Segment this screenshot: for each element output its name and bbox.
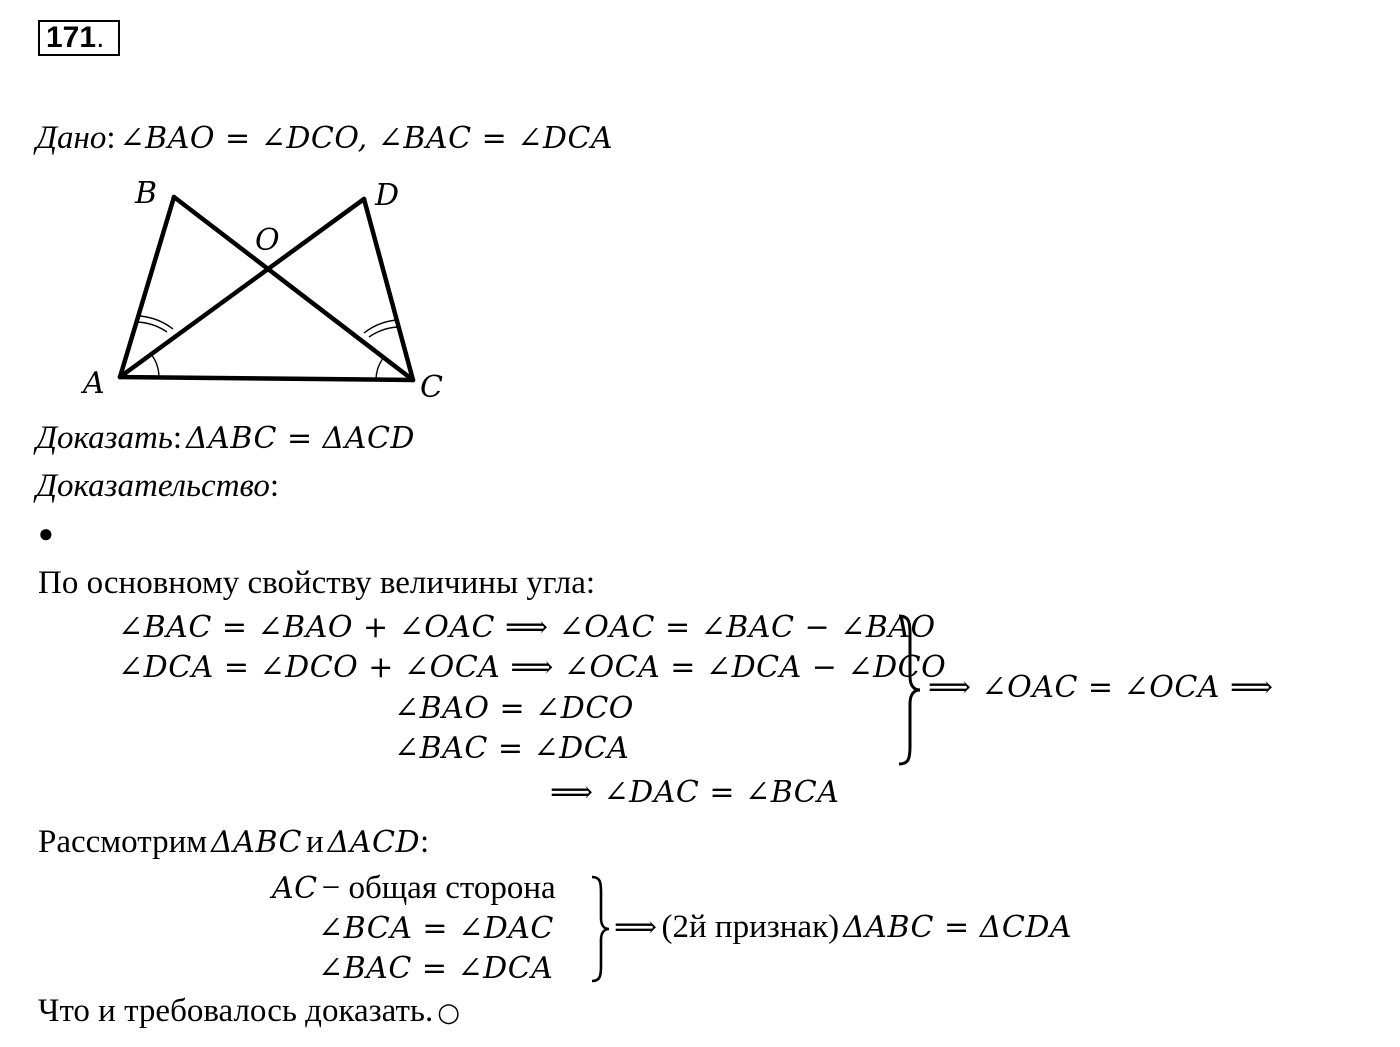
label-o: O [255, 223, 280, 258]
segment-ab [117, 194, 177, 380]
step1-right-brace [898, 614, 921, 766]
given-line: Дано: ∠BAO = ∠DCO, ∠BAC = ∠DCA [36, 118, 613, 159]
prove-expression: ΔABC = ΔACD [186, 421, 415, 456]
step2-intro-text: Рассмотрим [38, 824, 208, 860]
segment-cb [171, 194, 416, 383]
step2-intro-and: и [306, 824, 324, 860]
bullet-marker: ● [38, 519, 54, 548]
step1-result: ⟹ ∠OAC = ∠OCA ⟹ [928, 670, 1274, 705]
segment-ac [117, 374, 416, 383]
given-label: Дано [36, 120, 107, 156]
step2-intro: Рассмотрим ΔABC и ΔACD: [38, 822, 429, 863]
step1-intro: По основному свойству величины угла: [38, 565, 596, 601]
step2-line-3: ∠BAC = ∠DCA [318, 951, 554, 986]
label-a: A [80, 366, 105, 401]
step1-line-2: ∠DCA = ∠DCO + ∠OCA ⟹ ∠OCA = ∠DCA − ∠DCO [118, 650, 947, 685]
prove-line: Доказать: ΔABC = ΔACD [36, 418, 415, 459]
step2-intro-colon: : [420, 824, 430, 860]
step2-intro-triangle-1: ΔABC [211, 825, 302, 860]
angle-marks-a [135, 315, 174, 378]
label-c: C [420, 370, 443, 405]
segment-cd [361, 196, 416, 383]
step1-line-4: ∠BAC = ∠DCA [394, 731, 630, 766]
triangle-figure: A B C D O [80, 176, 443, 405]
step2-line-1-text: − общая сторона [321, 870, 556, 906]
step1-conclusion: ⟹ ∠DAC = ∠BCA [550, 775, 840, 810]
problem-number-dot: . [96, 21, 105, 54]
step2-line-1-math: AC [272, 871, 318, 906]
step1-line-3: ∠BAO = ∠DCO [394, 691, 634, 726]
prove-colon: : [172, 420, 183, 456]
proof-line: Доказательство: [36, 466, 279, 506]
end-text: Что и требовалось доказать. [38, 993, 434, 1029]
proof-label: Доказательство [36, 468, 270, 504]
end-mark: ○ [437, 998, 460, 1028]
problem-number-value: 171 [46, 21, 97, 54]
step2-result-text: (2й признак) [661, 909, 840, 945]
step2-result: ⟹ (2й признак) ΔABC = ΔCDA [614, 907, 1072, 948]
angle-marks-c [363, 319, 399, 380]
given-colon: : [106, 120, 116, 156]
step1-line-1: ∠BAC = ∠BAO + ∠OAC ⟹ ∠OAC = ∠BAC − ∠BAO [118, 610, 936, 645]
step2-result-arrow: ⟹ [614, 910, 658, 945]
label-b: B [134, 176, 157, 211]
given-expression: ∠BAO = ∠DCO, ∠BAC = ∠DCA [119, 121, 614, 156]
step2-intro-triangle-2: ΔACD [327, 825, 421, 860]
label-d: D [374, 178, 399, 213]
prove-label: Доказать [36, 420, 173, 456]
segment-ad [117, 196, 367, 380]
problem-number: 171. [38, 20, 120, 56]
step2-line-2: ∠BCA = ∠DAC [318, 911, 554, 946]
proof-colon: : [269, 468, 280, 504]
step2-result-math: ΔABC = ΔCDA [843, 910, 1073, 945]
step2-line-1: AC − общая сторона [272, 868, 556, 909]
end-line: Что и требовалось доказать. ○ [38, 991, 460, 1033]
step2-right-brace [591, 875, 610, 983]
